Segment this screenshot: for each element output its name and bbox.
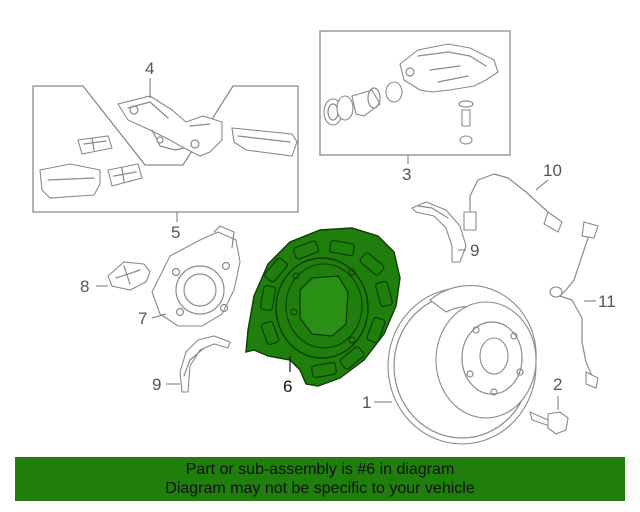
brake-pad-right xyxy=(231,127,298,157)
callout-10: 10 xyxy=(543,161,562,180)
brake-assembly-diagram: 4 5 3 10 11 xyxy=(32,30,616,445)
part-7-knuckle xyxy=(151,225,241,327)
callout-6: 6 xyxy=(283,377,292,396)
piston xyxy=(351,89,381,117)
callout-11: 11 xyxy=(598,292,616,311)
pad-clip-bottom xyxy=(107,163,143,187)
part-8-bracket xyxy=(96,261,151,291)
banner-line-1: Part or sub-assembly is #6 in diagram xyxy=(185,461,455,478)
callout-9-lower: 9 xyxy=(152,375,161,394)
part-5-box: 4 xyxy=(32,59,299,213)
banner-line-2: Diagram may not be specific to your vehi… xyxy=(165,480,475,497)
part-2-bolt xyxy=(529,396,569,435)
callout-7: 7 xyxy=(138,309,147,328)
part-3-box xyxy=(319,30,511,156)
part-6-backing-plate-highlighted xyxy=(245,227,401,387)
part-11-abs-sensor xyxy=(549,221,599,389)
part-4-caliper-bracket xyxy=(117,95,223,157)
piston-boot xyxy=(385,81,403,103)
part-1-brake-rotor xyxy=(374,285,537,445)
part-9-parking-brake-shoe-lower xyxy=(166,335,231,393)
callout-5: 5 xyxy=(171,223,180,242)
callout-3: 3 xyxy=(402,165,411,184)
bleeder-cap xyxy=(459,135,473,145)
pad-clip-top xyxy=(77,135,113,155)
callout-4: 4 xyxy=(145,59,154,78)
brake-pad-left xyxy=(39,163,101,199)
info-banner: Part or sub-assembly is #6 in diagram Di… xyxy=(15,457,625,501)
callout-2: 2 xyxy=(553,375,562,394)
part-9-parking-brake-shoe-upper xyxy=(411,201,467,263)
callout-1: 1 xyxy=(362,393,371,412)
bleeder-screw xyxy=(461,109,471,127)
callout-9-upper: 9 xyxy=(470,241,479,260)
part-10-brake-hose xyxy=(463,173,563,233)
callout-8: 8 xyxy=(80,277,89,296)
